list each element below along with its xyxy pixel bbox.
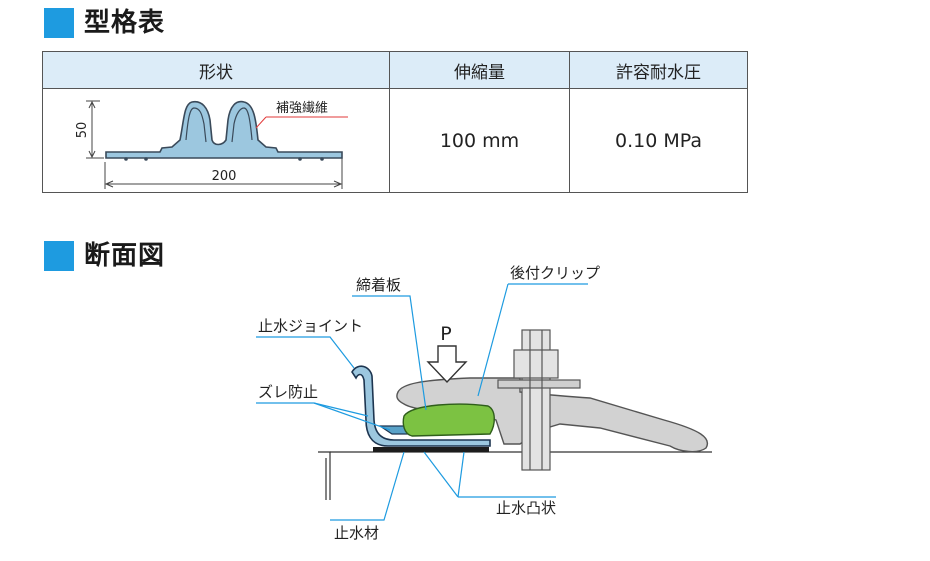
load-arrow: P xyxy=(426,323,468,384)
header-shape: 形状 xyxy=(42,51,390,89)
section-marker-cross xyxy=(44,241,74,271)
clamp-plate-label: 締着板 xyxy=(356,276,401,294)
load-label: P xyxy=(440,323,451,345)
joint-section xyxy=(351,365,491,447)
bolt xyxy=(497,329,581,471)
anti-slip-label: ズレ防止 xyxy=(258,383,318,401)
clamp-plate xyxy=(402,403,495,437)
waterstop-strip xyxy=(373,447,489,452)
cross-section-title: 断面図 xyxy=(84,241,166,271)
header-pressure: 許容耐水圧 xyxy=(569,51,748,89)
spec-section-title: 型格表 xyxy=(84,8,166,38)
spec-table-header-row: 形状 伸縮量 許容耐水圧 xyxy=(42,51,748,89)
header-expansion: 伸縮量 xyxy=(389,51,570,89)
leader-lines xyxy=(256,283,588,521)
convex-label: 止水凸状 xyxy=(496,499,556,517)
waterstop-label: 止水材 xyxy=(334,524,379,542)
concrete-base xyxy=(318,451,712,500)
joint-label: 止水ジョイント xyxy=(258,317,363,335)
section-marker-spec xyxy=(44,8,74,38)
pressure-value: 0.10 MPa xyxy=(569,88,748,193)
back-clip-label: 後付クリップ xyxy=(510,264,600,282)
